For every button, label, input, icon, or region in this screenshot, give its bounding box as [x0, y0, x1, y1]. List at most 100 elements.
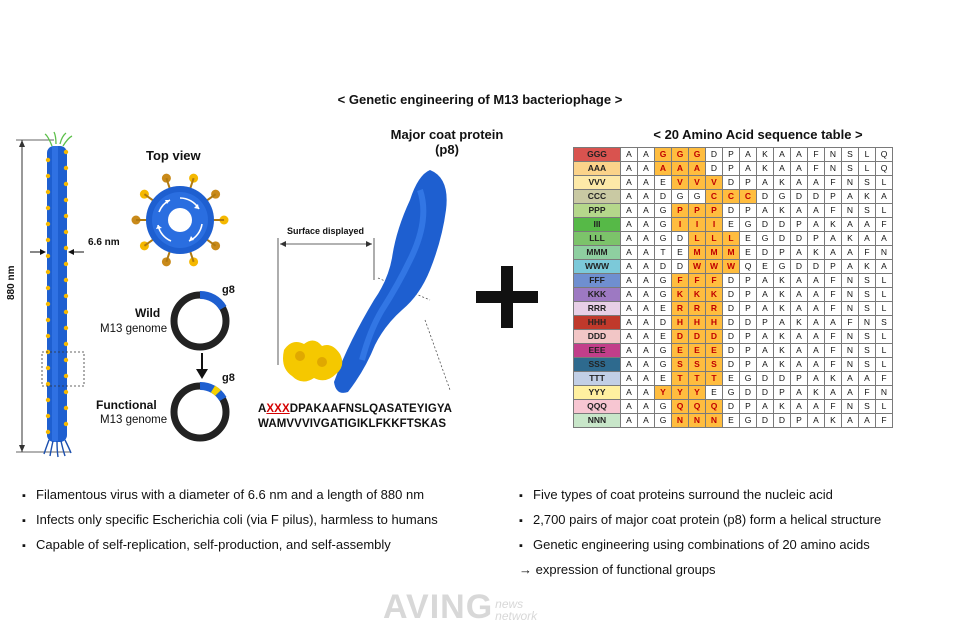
sequence-line-2: WAMVVVIVGATIGIKLFKKFTSKAS	[258, 418, 447, 430]
sequence-cell: K	[756, 147, 774, 162]
coat-protein-structure	[277, 170, 451, 393]
top-view-spike	[189, 257, 199, 267]
sequence-cell: T	[654, 245, 672, 260]
sequence-cell: G	[654, 399, 672, 414]
sequence-cell: F	[671, 273, 689, 288]
sequence-cell: H	[688, 315, 706, 330]
sequence-cell: S	[875, 315, 893, 330]
sequence-cell: A	[790, 287, 808, 302]
filament-dot	[45, 365, 51, 371]
sequence-cell: A	[620, 343, 638, 358]
sequence-cell: N	[841, 301, 859, 316]
sequence-cell: A	[637, 413, 655, 428]
sequence-cell: D	[722, 203, 740, 218]
sequence-cell: K	[773, 175, 791, 190]
sequence-cell: F	[824, 301, 842, 316]
sequence-cell: A	[637, 301, 655, 316]
sequence-cell: S	[841, 161, 859, 176]
sequence-cell: G	[773, 259, 791, 274]
sequence-cell: F	[858, 245, 876, 260]
sequence-cell: P	[739, 343, 757, 358]
amino-code-cell: YYY	[573, 385, 621, 400]
coat-title-line2: (p8)	[435, 142, 459, 157]
sequence-cell: A	[688, 161, 706, 176]
sequence-cell: L	[875, 301, 893, 316]
sequence-cell: D	[722, 273, 740, 288]
sequence-cell: F	[858, 385, 876, 400]
sequence-cell: L	[875, 175, 893, 190]
sequence-cell: E	[654, 329, 672, 344]
sequence-cell: S	[858, 203, 876, 218]
sequence-cell: A	[841, 385, 859, 400]
sequence-cell: N	[671, 413, 689, 428]
sequence-cell: N	[841, 329, 859, 344]
sequence-cell: A	[637, 259, 655, 274]
sequence-cell: G	[654, 203, 672, 218]
sequence-cell: D	[722, 315, 740, 330]
sequence-cell: D	[756, 371, 774, 386]
sequence-cell: D	[722, 399, 740, 414]
filament-dot	[63, 197, 69, 203]
sequence-cell: L	[705, 231, 723, 246]
sequence-cell: A	[824, 315, 842, 330]
filament-dot	[63, 181, 69, 187]
sequence-cell: A	[790, 301, 808, 316]
amino-code-cell: GGG	[573, 147, 621, 162]
sequence-cell: D	[671, 329, 689, 344]
watermark-sub2: network	[495, 609, 538, 623]
sequence-cell: F	[875, 413, 893, 428]
sequence-cell: A	[739, 147, 757, 162]
sequence-cell: L	[875, 287, 893, 302]
sequence-cell: K	[807, 385, 825, 400]
sequence-cell: D	[654, 259, 672, 274]
sequence-cell: P	[722, 147, 740, 162]
sequence-cell: D	[671, 231, 689, 246]
sequence-cell: D	[773, 413, 791, 428]
sequence-cell: W	[688, 259, 706, 274]
sequence-cell: F	[688, 273, 706, 288]
functional-genome-title: Functional	[96, 398, 157, 412]
sequence-cell: D	[654, 315, 672, 330]
sequence-cell: P	[739, 399, 757, 414]
sequence-cell: N	[841, 203, 859, 218]
sequence-cell: A	[637, 203, 655, 218]
sequence-cell: E	[722, 371, 740, 386]
top-view-illustration	[131, 173, 229, 267]
sequence-cell: A	[620, 245, 638, 260]
sequence-cell: I	[705, 217, 723, 232]
sequence-cell: P	[824, 259, 842, 274]
sequence-cell: G	[654, 357, 672, 372]
sequence-cell: G	[739, 413, 757, 428]
sequence-cell: T	[705, 371, 723, 386]
filament-dot	[45, 285, 51, 291]
right-bullet-list: Five types of coat proteins surround the…	[519, 483, 881, 582]
sequence-cell: A	[807, 203, 825, 218]
sequence-cell: A	[790, 245, 808, 260]
sequence-cell: F	[824, 399, 842, 414]
sequence-cell: L	[858, 161, 876, 176]
filament-dot	[63, 357, 69, 363]
sequence-cell: L	[722, 231, 740, 246]
sequence-cell: F	[807, 161, 825, 176]
watermark-sub1: news	[495, 597, 524, 611]
sequence-cell: N	[841, 357, 859, 372]
sequence-cell: A	[807, 329, 825, 344]
sequence-cell: D	[722, 287, 740, 302]
amino-code-cell: MMM	[573, 245, 621, 260]
filament-dot	[63, 325, 69, 331]
table-title: < 20 Amino Acid sequence table >	[653, 127, 863, 142]
sequence-cell: K	[773, 329, 791, 344]
sequence-cell: S	[858, 399, 876, 414]
sequence-cell: S	[688, 357, 706, 372]
sequence-cell: A	[756, 399, 774, 414]
sequence-cell: A	[807, 301, 825, 316]
